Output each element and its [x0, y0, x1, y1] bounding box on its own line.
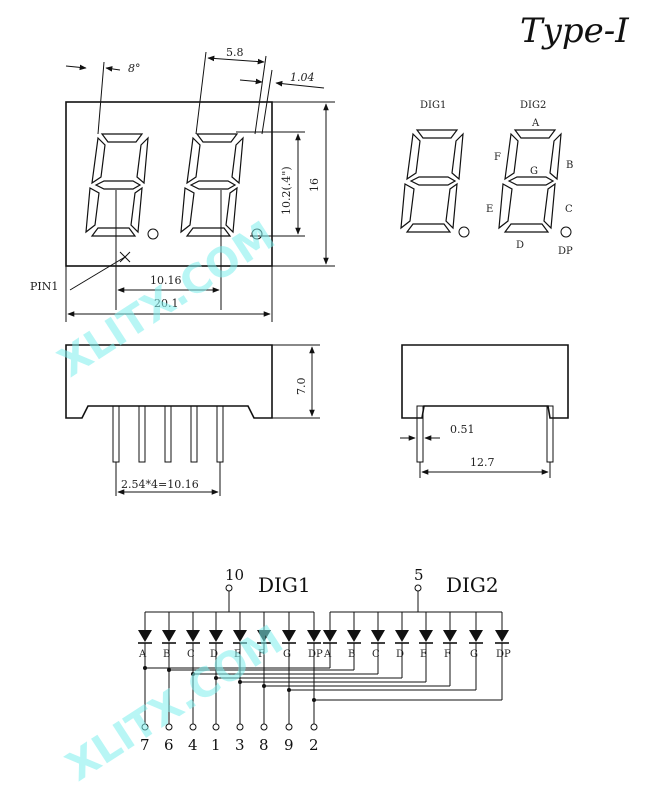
seg-label-dig1-c: C	[187, 649, 195, 660]
legend-dp-dot-2	[560, 226, 572, 238]
legend-seg-f: F	[494, 152, 501, 163]
pin-label-1: 1	[211, 736, 221, 754]
diode-array	[138, 612, 509, 644]
seg-label-dig1-dp: DP	[308, 649, 323, 660]
diode-dig2-a	[323, 630, 337, 642]
dim-segment-width: 5.8	[226, 46, 244, 59]
pin-terminal-2	[310, 723, 318, 731]
pin-terminal-9	[285, 723, 293, 731]
dp-dot-1	[147, 228, 159, 240]
seg-label-dig2-f: F	[444, 649, 451, 660]
seg-label-dig1-a: A	[138, 649, 147, 660]
seg-label-dig1-b: B	[163, 649, 170, 660]
diode-dig1-d	[209, 630, 223, 642]
legend-dig1-label: DIG1	[420, 100, 446, 111]
legend-dp-dot-1	[458, 226, 470, 238]
pin-label-9: 9	[284, 736, 294, 754]
pin-label-6: 6	[164, 736, 174, 754]
diode-dig2-c	[371, 630, 385, 642]
pin-terminal-4	[189, 723, 197, 731]
dim-body-height: 16	[308, 178, 321, 192]
diode-dig1-e	[233, 630, 247, 642]
seg-label-dig2-a: A	[323, 649, 332, 660]
legend-dig2-label: DIG2	[520, 100, 546, 111]
pin-terminal-1	[212, 723, 220, 731]
seg-label-dig2-e: E	[420, 649, 427, 660]
seg-label-dig2-g: G	[470, 649, 478, 660]
pin1-label: PIN1	[30, 280, 58, 293]
dim-angle: 8°	[128, 62, 141, 75]
seg-label-dig2-c: C	[372, 649, 380, 660]
wiring	[141, 643, 503, 731]
pin-label-4: 4	[188, 736, 198, 754]
dim-pin-spacing: 2.54*4=10.16	[121, 478, 199, 491]
drawing-title: Type-I	[520, 11, 629, 51]
watermark: XLITX.COM	[50, 213, 283, 386]
pin-label-7: 7	[140, 736, 150, 754]
legend-seg-a: A	[531, 118, 540, 129]
pin-label-3: 3	[235, 736, 245, 754]
dim-digit-height: 10.2(.4")	[280, 166, 293, 215]
legend-seg-d: D	[516, 240, 524, 251]
display-body	[65, 101, 273, 267]
legend-seg-b: B	[566, 160, 573, 171]
diode-dig2-g	[469, 630, 483, 642]
diode-dig1-f	[257, 630, 271, 642]
diode-dig1-a	[138, 630, 152, 642]
legend-seg-dp: DP	[558, 246, 573, 257]
dim-thickness: 7.0	[295, 378, 308, 396]
dim-stroke: 1.04	[290, 71, 315, 84]
seg-label-dig2-b: B	[348, 649, 355, 660]
dig1-common-pin: 10	[225, 566, 244, 584]
diode-dig1-c	[186, 630, 200, 642]
seg-label-dig2-d: D	[396, 649, 404, 660]
legend-seg-e: E	[486, 204, 493, 215]
diode-dig2-d	[395, 630, 409, 642]
side-view-front: 2.54*4=10.16 7.0	[65, 344, 320, 496]
diode-dig2-b	[347, 630, 361, 642]
front-view: 8° 5.8 1.04 16 10.2(.4") PIN1 10.16	[30, 46, 335, 322]
diode-dig1-b	[162, 630, 176, 642]
legend-seg-g: G	[530, 166, 538, 177]
dim-row-spacing: 12.7	[470, 456, 495, 469]
diode-dig2-e	[419, 630, 433, 642]
diode-dig2-f	[443, 630, 457, 642]
diode-dig1-g	[282, 630, 296, 642]
dim-pitch: 10.16	[150, 274, 182, 287]
segment-legend: DIG1 DIG2 A B C D E F G DP	[400, 100, 573, 257]
seg-label-dig2-dp: DP	[496, 649, 511, 660]
pin-terminal-6	[165, 723, 173, 731]
legend-seg-c: C	[565, 204, 573, 215]
dim-pin-width: 0.51	[450, 423, 475, 436]
pin-label-8: 8	[259, 736, 269, 754]
pins-row	[112, 405, 224, 463]
seg-label-dig1-g: G	[283, 649, 291, 660]
diode-dig2-dp	[495, 630, 509, 642]
seg-label-dig1-e: E	[234, 649, 241, 660]
pin-label-2: 2	[309, 736, 319, 754]
diode-dig1-dp	[307, 630, 321, 642]
pin-terminal-7	[141, 723, 149, 731]
dim-body-width: 20.1	[154, 297, 179, 310]
dig1-label: DIG1	[258, 573, 311, 597]
pin-terminal-8	[260, 723, 268, 731]
dig2-label: DIG2	[446, 573, 499, 597]
seg-label-dig1-f: F	[258, 649, 265, 660]
seg-label-dig1-d: D	[210, 649, 218, 660]
dig2-common-pin: 5	[414, 566, 424, 584]
dp-dot-2	[251, 228, 263, 240]
side-view-end: 0.51 12.7	[400, 344, 569, 478]
pin-terminal-3	[236, 723, 244, 731]
